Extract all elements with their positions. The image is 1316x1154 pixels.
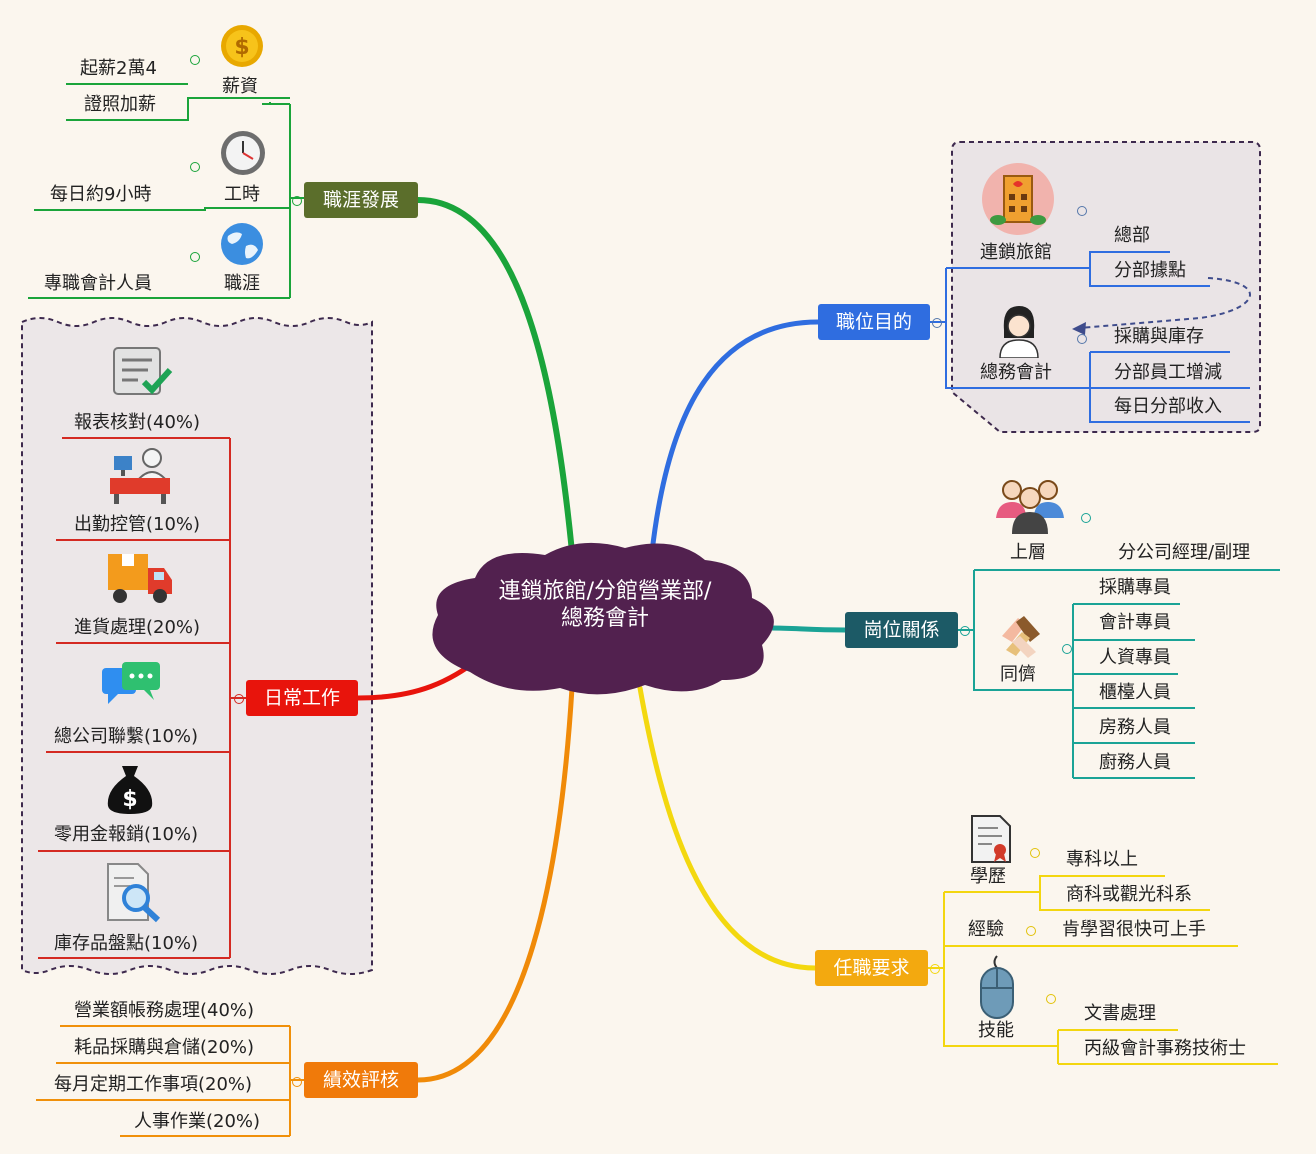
attendance-desk-icon [110, 448, 170, 504]
daily-item-6[interactable]: 庫存品盤點(10%) [54, 933, 199, 954]
accountant-item-2[interactable]: 分部員工增減 [1114, 362, 1222, 383]
branch-req [637, 685, 818, 971]
relation-collapse-toggle[interactable] [960, 626, 970, 636]
upper-label[interactable]: 上層 [1010, 542, 1046, 563]
diploma-certificate-icon [971, 815, 1011, 863]
central-topic[interactable]: 連鎖旅館/分館營業部/ 總務會計 [470, 578, 740, 632]
salary-item-2[interactable]: 證照加薪 [84, 94, 156, 115]
path-collapse-toggle[interactable] [190, 252, 200, 262]
edu-label[interactable]: 學歷 [970, 866, 1006, 887]
coin-icon: $ [221, 25, 263, 67]
branch-purpose [649, 319, 821, 555]
central-line2: 總務會計 [560, 606, 649, 631]
purpose-box[interactable]: 職位目的 [818, 304, 930, 340]
perf-box[interactable]: 績效評核 [304, 1062, 418, 1098]
skill-collapse-toggle[interactable] [1046, 994, 1056, 1004]
peer-collapse-toggle[interactable] [1062, 644, 1072, 654]
daily-item-1[interactable]: 報表核對(40%) [74, 412, 201, 433]
peer-item-5[interactable]: 房務人員 [1099, 717, 1171, 738]
peer-label[interactable]: 同儕 [1000, 664, 1036, 685]
computer-mouse-icon [980, 955, 1014, 1019]
peer-item-1[interactable]: 採購專員 [1099, 577, 1171, 598]
central-cloud [432, 542, 774, 695]
path-label[interactable]: 職涯 [224, 273, 260, 294]
accountant-label[interactable]: 總務會計 [980, 362, 1052, 383]
exp-item-1[interactable]: 肯學習很快可上手 [1062, 919, 1206, 940]
branch-career [415, 197, 575, 555]
branch-perf [415, 685, 575, 1083]
accountant-item-1[interactable]: 採購與庫存 [1114, 326, 1204, 347]
hours-item-1[interactable]: 每日約9小時 [50, 184, 152, 205]
central-line1: 連鎖旅館/分館營業部/ [498, 579, 712, 604]
hotel-building-icon [982, 163, 1054, 235]
hotel-label[interactable]: 連鎖旅館 [980, 242, 1052, 263]
edu-item-2[interactable]: 商科或觀光科系 [1066, 884, 1192, 905]
path-item-1[interactable]: 專職會計人員 [44, 273, 152, 294]
daily-item-2[interactable]: 出勤控管(10%) [74, 514, 201, 535]
skill-label[interactable]: 技能 [978, 1020, 1014, 1041]
perf-item-3[interactable]: 每月定期工作事項(20%) [54, 1074, 253, 1095]
skill-item-2[interactable]: 丙級會計事務技術士 [1084, 1038, 1246, 1059]
skill-item-1[interactable]: 文書處理 [1084, 1003, 1156, 1024]
peer-item-2[interactable]: 會計專員 [1099, 612, 1171, 633]
peer-item-3[interactable]: 人資專員 [1099, 647, 1171, 668]
daily-box[interactable]: 日常工作 [246, 680, 358, 716]
money-bag-icon: $ [107, 766, 153, 814]
accountant-collapse-toggle[interactable] [1077, 334, 1087, 344]
edu-item-1[interactable]: 專科以上 [1066, 849, 1138, 870]
purpose-collapse-toggle[interactable] [932, 318, 942, 328]
hotel-collapse-toggle[interactable] [1077, 206, 1087, 216]
accountant-woman-icon [999, 306, 1039, 358]
exp-collapse-toggle[interactable] [1026, 926, 1036, 936]
purpose-relation-arrow [1079, 277, 1251, 329]
req-box[interactable]: 任職要求 [815, 950, 928, 986]
joined-hands-icon [1002, 616, 1040, 658]
daily-item-4[interactable]: 總公司聯繫(10%) [54, 726, 199, 747]
report-check-icon [113, 347, 173, 395]
perf-item-1[interactable]: 營業額帳務處理(40%) [74, 1000, 255, 1021]
daily-group-box [21, 317, 373, 975]
hours-label[interactable]: 工時 [224, 184, 260, 205]
peer-item-6[interactable]: 廚務人員 [1099, 752, 1171, 773]
daily-item-3[interactable]: 進貨處理(20%) [74, 617, 201, 638]
peer-item-4[interactable]: 櫃檯人員 [1099, 682, 1171, 703]
svg-text:$: $ [122, 787, 137, 812]
accountant-item-3[interactable]: 每日分部收入 [1114, 396, 1222, 417]
daily-item-5[interactable]: 零用金報銷(10%) [54, 824, 199, 845]
career-box[interactable]: 職涯發展 [304, 182, 418, 218]
exp-label[interactable]: 經驗 [968, 919, 1004, 940]
chat-bubbles-icon [102, 662, 160, 704]
clock-icon [221, 131, 265, 175]
salary-collapse-toggle[interactable] [190, 55, 200, 65]
edu-collapse-toggle[interactable] [1030, 848, 1040, 858]
daily-collapse-toggle[interactable] [234, 694, 244, 704]
perf-item-4[interactable]: 人事作業(20%) [134, 1111, 261, 1132]
salary-item-1[interactable]: 起薪2萬4 [80, 58, 157, 79]
hotel-item-1[interactable]: 總部 [1114, 225, 1150, 246]
salary-label[interactable]: 薪資 [222, 76, 258, 97]
globe-icon [221, 223, 263, 265]
relation-box[interactable]: 崗位關係 [845, 612, 958, 648]
inventory-search-icon [107, 863, 161, 923]
svg-text:$: $ [234, 35, 249, 60]
career-collapse-toggle[interactable] [292, 196, 302, 206]
upper-collapse-toggle[interactable] [1081, 513, 1091, 523]
perf-collapse-toggle[interactable] [292, 1077, 302, 1087]
hours-collapse-toggle[interactable] [190, 162, 200, 172]
people-group-icon [996, 480, 1064, 534]
perf-item-2[interactable]: 耗品採購與倉儲(20%) [74, 1037, 255, 1058]
hotel-item-2[interactable]: 分部據點 [1114, 260, 1186, 281]
req-collapse-toggle[interactable] [930, 964, 940, 974]
branch-relation [767, 625, 848, 633]
upper-item-1[interactable]: 分公司經理/副理 [1118, 542, 1251, 563]
delivery-truck-icon [108, 554, 172, 603]
